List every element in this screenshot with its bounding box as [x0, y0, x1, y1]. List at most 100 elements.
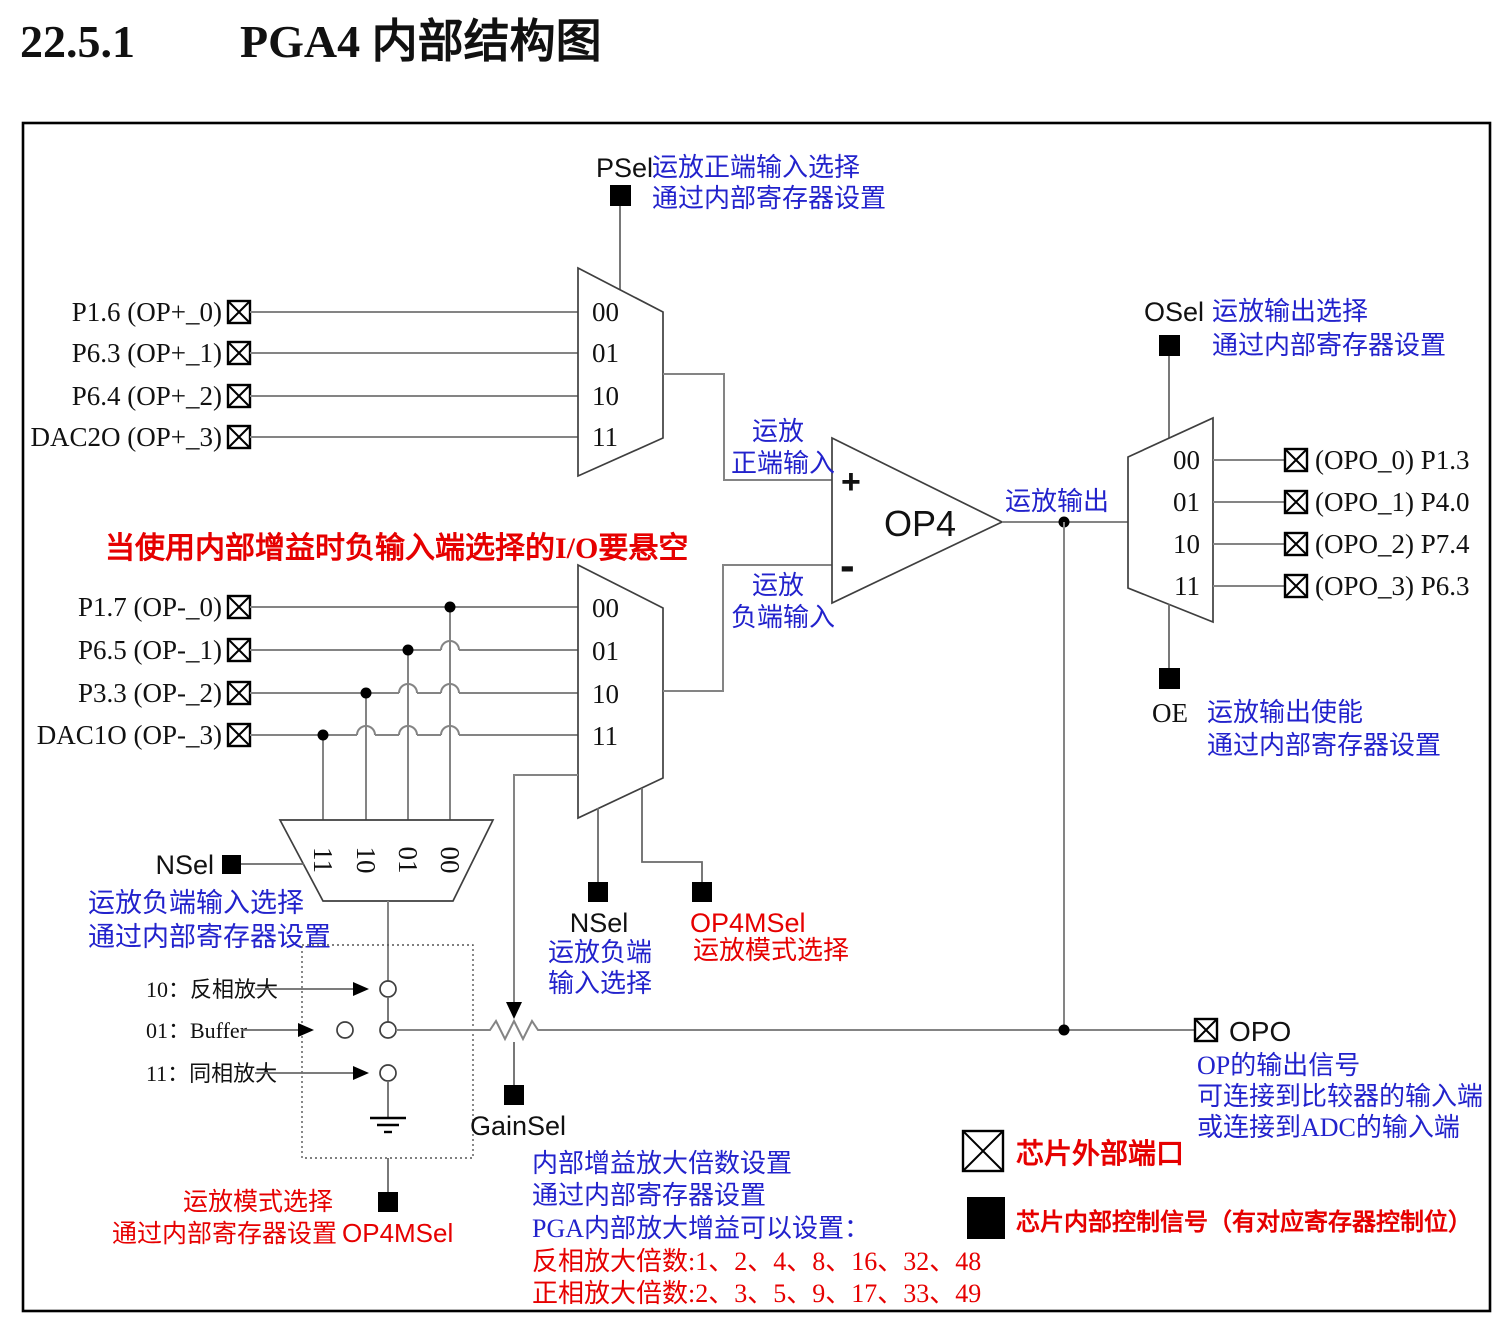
- gainsel-internal-signal-icon: [504, 1085, 524, 1105]
- output-port-label: (OPO_1) P4.0: [1315, 487, 1470, 517]
- op4msel-mid-label: OP4MSel: [690, 908, 806, 938]
- mode-note-1: 运放模式选择: [183, 1188, 333, 1216]
- junction-dot: [317, 729, 329, 741]
- mux-code-rotated: 00: [435, 847, 465, 874]
- mux-code: 00: [1173, 445, 1200, 475]
- opamp-triangle: [831, 436, 1004, 605]
- external-port-icon: [1283, 447, 1309, 473]
- external-port-icon: [226, 299, 252, 325]
- mode-switch-box: [301, 944, 474, 1159]
- legend-external-port-icon: [962, 1130, 1004, 1172]
- mux-code-rotated: 11: [308, 847, 338, 873]
- switch-contact: [379, 980, 397, 998]
- section-number: 22.5.1: [20, 16, 135, 67]
- opamp-pos-label: 运放: [752, 417, 804, 446]
- opo-desc-2: 可连接到比较器的输入端: [1197, 1082, 1483, 1111]
- gain-note-4: 反相放大倍数:1、2、4、8、16、32、48: [532, 1247, 981, 1276]
- external-port-icon: [226, 637, 252, 663]
- oe-desc-1: 运放输出使能: [1207, 698, 1363, 727]
- op4msel-internal-signal-icon: [692, 882, 712, 902]
- opamp-name: OP4: [884, 503, 956, 544]
- mux-code: 11: [1174, 571, 1200, 601]
- output-mux: [1127, 416, 1214, 624]
- output-port-label: (OPO_3) P6.3: [1315, 571, 1470, 601]
- warning-text: 当使用内部增益时负输入端选择的I/O要悬空: [105, 531, 688, 565]
- junction-dot: [402, 644, 414, 656]
- neg-input-label: P3.3 (OP-_2): [78, 678, 222, 708]
- switch-contact: [379, 1021, 397, 1039]
- opamp-out-label: 运放输出: [1005, 487, 1109, 516]
- gainsel-label: GainSel: [470, 1111, 566, 1141]
- gain-note-2: 通过内部寄存器设置: [532, 1181, 766, 1210]
- arrow-right-icon: [298, 1023, 314, 1037]
- opamp-neg-label: 负端输入: [731, 603, 835, 632]
- osel-desc-1: 运放输出选择: [1212, 297, 1368, 326]
- mux-code: 11: [592, 721, 618, 751]
- pos-input-label: P6.4 (OP+_2): [72, 381, 222, 411]
- nsel-mid-desc-2: 输入选择: [548, 969, 652, 998]
- external-port-icon: [226, 594, 252, 620]
- positive-input-mux: [577, 266, 664, 478]
- mux-code: 01: [592, 338, 619, 368]
- gain-note-1: 内部增益放大倍数设置: [532, 1149, 792, 1178]
- mode-option-label: 01：Buffer: [146, 1018, 248, 1043]
- wire-pos-to-opamp: [663, 373, 832, 481]
- opamp-pos-label: 正端输入: [731, 449, 835, 478]
- external-port-icon: [1283, 489, 1309, 515]
- pos-input-label: P1.6 (OP+_0): [72, 297, 222, 327]
- external-port-icon: [226, 722, 252, 748]
- mux-code: 00: [592, 593, 619, 623]
- mux-code: 11: [592, 422, 618, 452]
- arrow-right-icon: [353, 1066, 369, 1080]
- wire-gain-feedback: [513, 774, 578, 1004]
- external-port-icon: [1193, 1017, 1219, 1043]
- opamp-plus-sign: +: [841, 463, 861, 501]
- osel-desc-2: 通过内部寄存器设置: [1212, 331, 1446, 360]
- oe-internal-signal-icon: [1159, 668, 1180, 689]
- junction-dot: [360, 687, 372, 699]
- mode-note-2: 通过内部寄存器设置: [112, 1220, 337, 1248]
- gain-note-5: 正相放大倍数:2、3、5、9、17、33、49: [532, 1279, 981, 1308]
- opamp-neg-label: 运放: [752, 571, 804, 600]
- opo-desc-1: OP的输出信号: [1197, 1051, 1360, 1080]
- nsel-internal-signal-icon: [588, 882, 608, 902]
- mux-code-rotated: 01: [393, 847, 423, 874]
- external-port-icon: [1283, 531, 1309, 557]
- nsel-left-desc-2: 通过内部寄存器设置: [88, 922, 331, 952]
- legend-internal-signal-icon: [967, 1197, 1005, 1239]
- opo-desc-3: 或连接到ADC的输入端: [1197, 1113, 1460, 1142]
- arrow-right-icon: [353, 982, 369, 996]
- neg-input-label: P6.5 (OP-_1): [78, 635, 222, 665]
- junction-dot: [1058, 1024, 1070, 1036]
- pos-input-label: DAC2O (OP+_3): [31, 422, 222, 452]
- wire-neg-to-opamp: [663, 564, 832, 692]
- mux-code-rotated: 10: [351, 847, 381, 874]
- psel-label: PSel: [596, 153, 653, 183]
- pos-input-label: P6.3 (OP+_1): [72, 338, 222, 368]
- mux-code: 00: [592, 297, 619, 327]
- external-port-icon: [1283, 573, 1309, 599]
- diagram-border: [21, 121, 1492, 1313]
- switch-contact: [336, 1021, 354, 1039]
- mux-code: 10: [1173, 529, 1200, 559]
- output-port-label: (OPO_2) P7.4: [1315, 529, 1470, 559]
- page-title: PGA4 内部结构图: [240, 16, 602, 67]
- switch-contact: [379, 1064, 397, 1082]
- op4msel-internal-signal-icon: [378, 1192, 398, 1212]
- op4msel-bottom-label: OP4MSel: [342, 1218, 453, 1248]
- opo-label: OPO: [1229, 1016, 1291, 1047]
- psel-desc-2: 通过内部寄存器设置: [652, 184, 886, 213]
- op4msel-mid-desc: 运放模式选择: [693, 936, 849, 965]
- arrow-down-icon: [506, 1002, 522, 1019]
- legend-internal-label: 芯片内部控制信号（有对应寄存器控制位）: [1016, 1208, 1472, 1236]
- osel-label: OSel: [1144, 297, 1204, 327]
- opamp-minus-sign: -: [840, 541, 855, 590]
- nsel-left-label: NSel: [155, 850, 214, 880]
- psel-desc-1: 运放正端输入选择: [652, 153, 860, 182]
- nsel-mid-desc-1: 运放负端: [548, 938, 652, 967]
- external-port-icon: [226, 424, 252, 450]
- junction-dot: [444, 601, 456, 613]
- mux-code: 01: [592, 636, 619, 666]
- external-port-icon: [226, 340, 252, 366]
